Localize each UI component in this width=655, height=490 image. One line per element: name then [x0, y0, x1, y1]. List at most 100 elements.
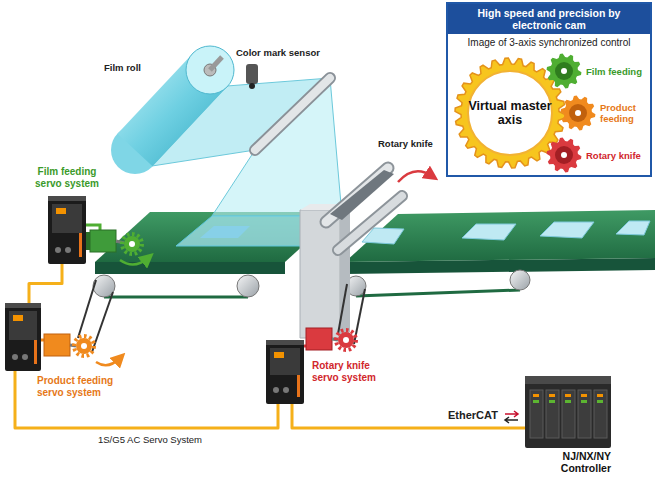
rotation-arrow	[398, 171, 432, 182]
gear-center	[555, 146, 573, 164]
status-led	[565, 394, 571, 397]
drive-connector	[55, 247, 61, 253]
servo-drive-symbol	[5, 303, 41, 371]
axis-label: Film feeding	[586, 66, 646, 77]
axis-gear: Product feeding	[560, 95, 596, 131]
color-mark-sensor	[246, 64, 258, 84]
gear-symbol	[546, 137, 582, 173]
servo-drive-symbol	[48, 196, 86, 264]
drive-stripe	[297, 375, 300, 397]
rotation-arrow	[96, 358, 120, 365]
gear-outline	[561, 96, 596, 131]
guide-roller	[255, 78, 330, 150]
gear-hub	[81, 343, 87, 349]
drive-connector	[283, 387, 289, 393]
ethercat-cable	[292, 404, 525, 428]
panel-title: High speed and precision by electronic c…	[448, 4, 650, 34]
servo-drive: Rotary knife servo system	[266, 340, 304, 404]
gear-teeth	[74, 336, 94, 356]
gear-hub	[575, 110, 581, 116]
controller-module	[530, 390, 543, 438]
packaged-product	[616, 221, 650, 235]
part-label: Color mark sensor	[236, 47, 320, 59]
drive-display	[274, 352, 284, 358]
drive-connector	[12, 354, 18, 360]
roll-shaft	[210, 57, 222, 70]
drive-gear	[76, 338, 92, 354]
controller-label: NJ/NX/NY Controller	[525, 450, 611, 474]
servo-motor	[44, 334, 70, 356]
controller-module	[578, 390, 591, 438]
drive-panel	[9, 311, 37, 340]
gear-symbol	[546, 53, 582, 89]
part-label: EtherCAT	[448, 409, 498, 422]
drive-connector	[273, 387, 279, 393]
gear-center	[468, 71, 552, 155]
timing-belt	[338, 284, 347, 334]
servo-drive: Film feeding servo system	[48, 196, 86, 264]
servo-motor	[306, 328, 332, 350]
gear-label: Virtual master axis	[468, 99, 552, 127]
axis-label: Rotary knife	[586, 150, 646, 161]
drive-stripe	[79, 233, 82, 257]
gear-teeth	[336, 330, 356, 350]
drive-display	[13, 315, 23, 321]
panel-subtitle: Image of 3-axis synchronized control	[448, 34, 650, 49]
drive-gear	[124, 236, 140, 252]
servo-label: Film feeding servo system	[31, 166, 103, 190]
drive-connector	[65, 247, 71, 253]
drive-top	[266, 340, 304, 345]
controller: NJ/NX/NY Controller	[525, 376, 611, 448]
servo-drive-symbol	[266, 340, 304, 404]
info-panel: High speed and precision by electronic c…	[446, 2, 652, 177]
film-sheet	[212, 78, 342, 216]
controller-module	[562, 390, 575, 438]
controller-module	[594, 390, 607, 438]
gear-symbol	[560, 95, 596, 131]
drive-panel	[270, 348, 300, 375]
part-label: 1S/G5 AC Servo System	[98, 434, 202, 446]
drive-body	[266, 340, 304, 404]
gear-hub	[343, 337, 349, 343]
timing-belt	[78, 280, 96, 338]
part-label: Film roll	[104, 62, 141, 74]
gear-hub	[561, 68, 567, 74]
status-led	[565, 400, 571, 403]
guide-roller	[255, 78, 330, 150]
servo-motor	[90, 230, 116, 252]
status-led	[549, 394, 555, 397]
axis-gear: Rotary knife	[546, 137, 582, 173]
gear-outline	[547, 138, 582, 173]
drive-top	[48, 196, 86, 201]
axis-label: Product feeding	[600, 102, 648, 124]
drive-display	[56, 208, 66, 214]
part-label: Rotary knife	[378, 138, 433, 150]
ethercat-cable	[29, 264, 62, 303]
conveyor-roller	[510, 270, 530, 290]
ethercat-arrow	[505, 417, 518, 423]
gear-hub	[561, 152, 567, 158]
servo-label: Rotary knife servo system	[312, 360, 382, 384]
film-roll-end	[186, 46, 234, 94]
ethercat-arrow	[505, 411, 518, 417]
gear-center	[555, 62, 573, 80]
gear-hub	[129, 241, 135, 247]
drive-body	[48, 196, 86, 264]
ethercat-cable	[15, 371, 278, 428]
packaged-product	[540, 222, 594, 238]
return-belt	[104, 296, 248, 299]
return-belt	[356, 290, 520, 296]
servo-label: Product feeding servo system	[37, 375, 119, 399]
conveyor-belt	[345, 210, 655, 262]
servo-drive: Product feeding servo system	[5, 303, 41, 371]
knife-pillar	[300, 210, 340, 338]
axis-gear: Film feeding	[546, 53, 582, 89]
motor-cable	[86, 225, 100, 230]
sensor-lens	[249, 83, 255, 89]
controller-body	[525, 382, 611, 448]
status-led	[581, 400, 587, 403]
drive-connector	[22, 354, 28, 360]
gear-outline	[547, 54, 582, 89]
rotation-arrow	[120, 258, 148, 265]
